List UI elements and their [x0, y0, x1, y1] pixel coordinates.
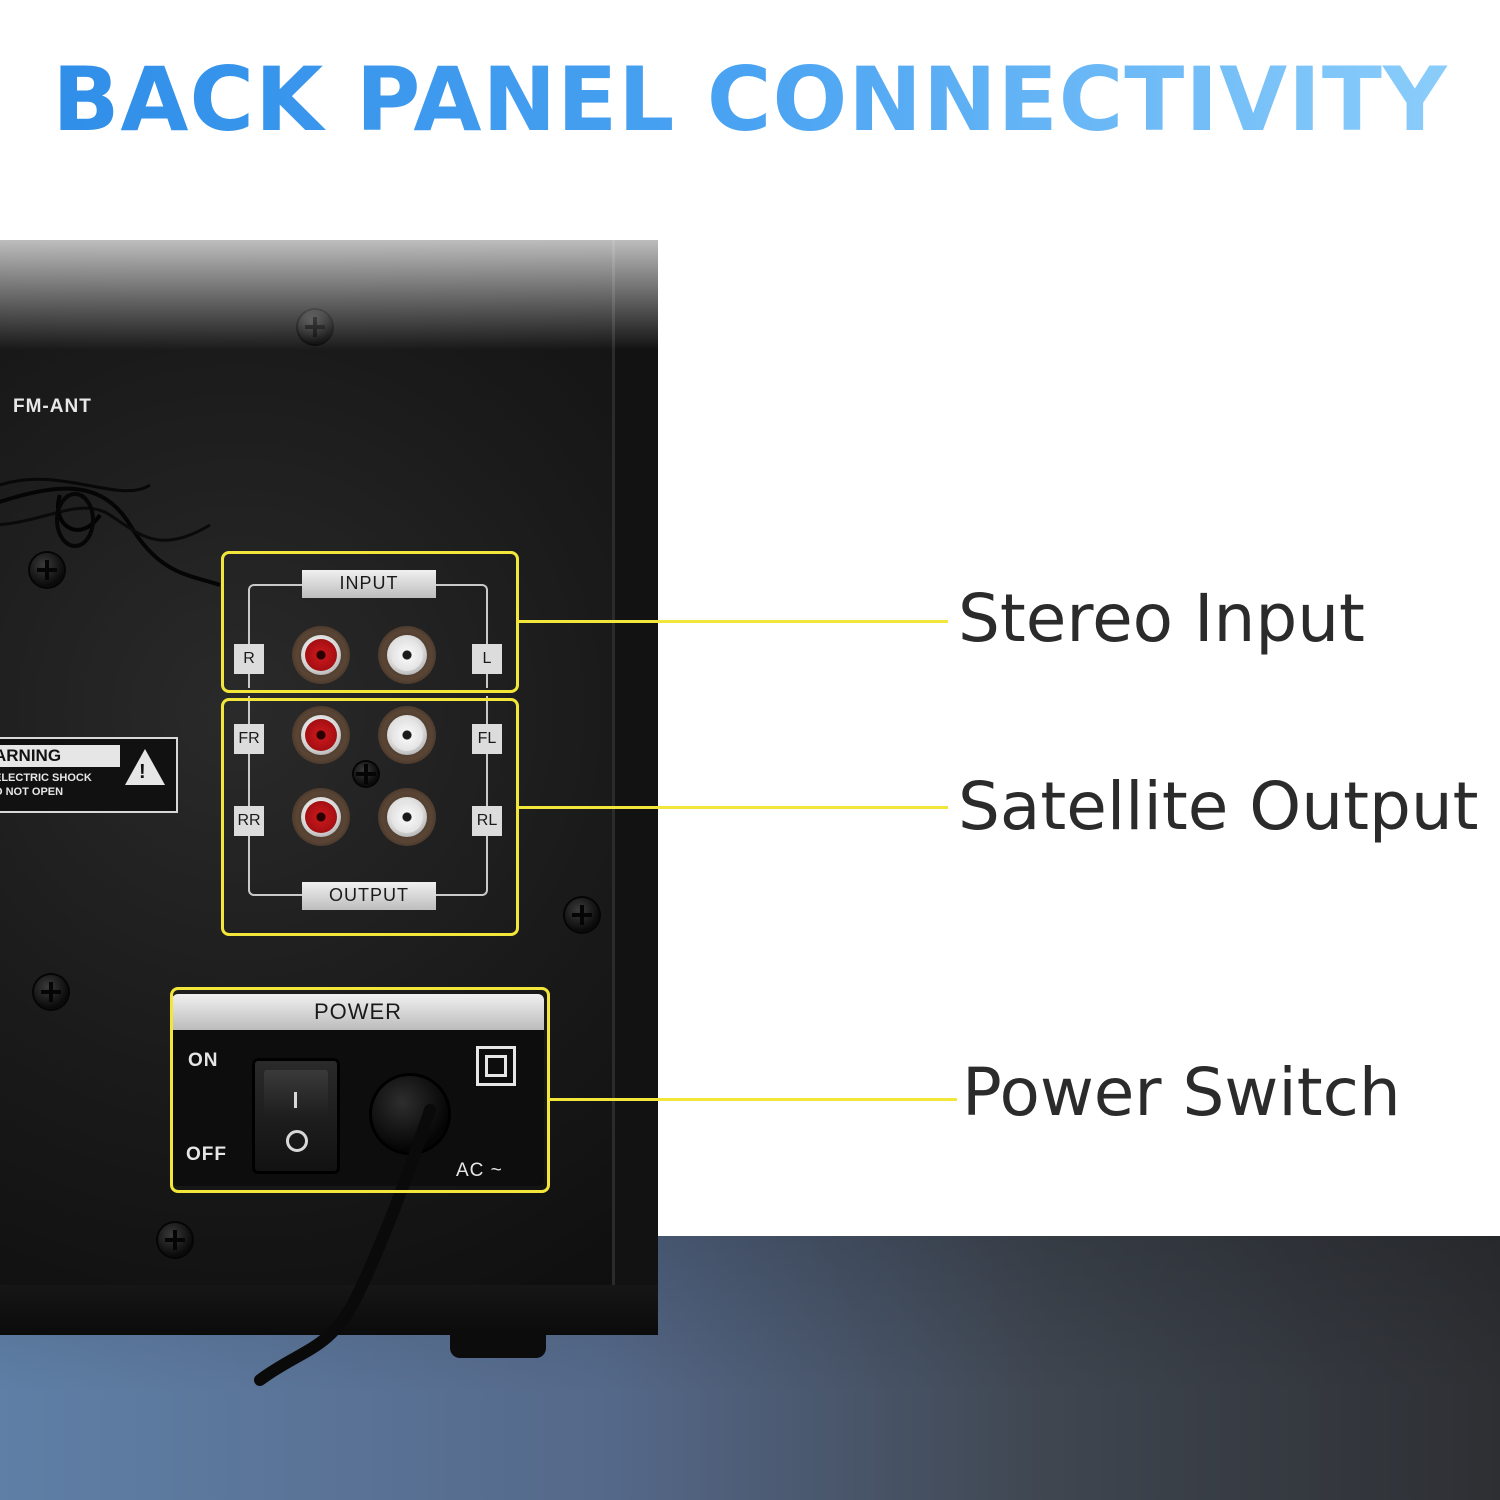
fm-antenna-cable — [0, 477, 221, 587]
warning-exclamation: ! — [139, 761, 146, 783]
double-insulation-icon — [476, 1046, 516, 1086]
screw-icon — [158, 1223, 192, 1257]
stereo-input-highlight — [221, 551, 519, 693]
warning-triangle-icon — [125, 749, 165, 785]
satellite-output-highlight — [221, 698, 519, 936]
power-off-label: OFF — [186, 1144, 227, 1165]
satellite-output-leader-line — [516, 806, 948, 809]
screw-icon — [34, 975, 68, 1009]
input-r-tag: R — [234, 644, 264, 674]
page-title: BACK PANEL CONNECTIVITY — [0, 48, 1500, 151]
input-l-tag: L — [472, 644, 502, 674]
fm-ant-label: FM-ANT — [13, 396, 92, 417]
warning-line-2: O NOT OPEN — [0, 786, 64, 798]
output-rr-jack[interactable] — [292, 788, 350, 846]
warning-title: ARNING — [0, 745, 120, 767]
cabinet-bottom-edge — [0, 1285, 658, 1335]
screw-icon — [565, 898, 599, 932]
power-plate: POWER ON OFF AC ~ — [172, 994, 544, 1186]
power-on-label: ON — [188, 1050, 219, 1071]
ac-label: AC ~ — [456, 1160, 503, 1181]
output-rr-tag: RR — [234, 806, 264, 836]
input-l-jack[interactable] — [378, 626, 436, 684]
top-fade-overlay — [0, 150, 700, 350]
power-switch-callout: Power Switch — [962, 1054, 1401, 1131]
stereo-input-leader-line — [516, 620, 948, 623]
power-on-symbol-icon — [294, 1092, 297, 1108]
warning-label: ARNING ELECTRIC SHOCK O NOT OPEN ! — [0, 737, 178, 813]
power-switch-leader-line — [547, 1098, 957, 1101]
warning-line-1: ELECTRIC SHOCK — [0, 772, 92, 784]
power-switch-highlight — [170, 987, 550, 1193]
input-r-jack[interactable] — [292, 626, 350, 684]
power-label: POWER — [172, 994, 544, 1030]
output-fr-tag: FR — [234, 724, 264, 754]
screw-icon — [30, 553, 64, 587]
output-rl-tag: RL — [472, 806, 502, 836]
satellite-output-callout: Satellite Output — [958, 768, 1479, 845]
screw-icon — [354, 762, 378, 786]
output-fl-tag: FL — [472, 724, 502, 754]
input-label: INPUT — [302, 570, 436, 598]
output-fr-jack[interactable] — [292, 706, 350, 764]
output-rl-jack[interactable] — [378, 788, 436, 846]
output-fl-jack[interactable] — [378, 706, 436, 764]
output-label: OUTPUT — [302, 882, 436, 910]
cabinet-foot — [450, 1330, 546, 1358]
stereo-input-callout: Stereo Input — [958, 580, 1365, 657]
